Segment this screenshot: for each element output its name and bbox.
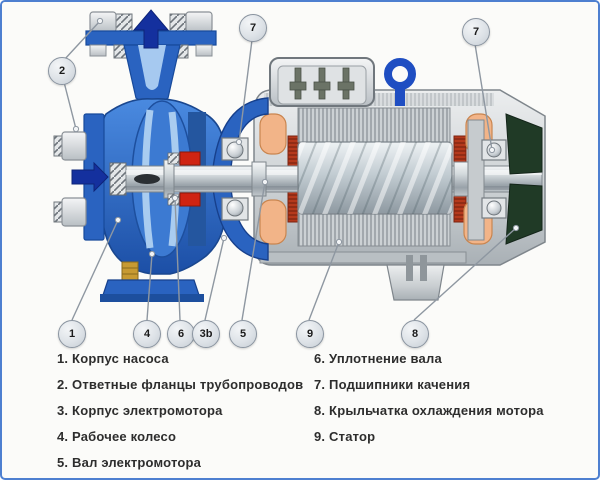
- legend-item: 2. Ответные фланцы трубопроводов: [57, 377, 304, 392]
- pump-motor-cross-section: [2, 2, 598, 342]
- legend-item: 6. Уплотнение вала: [314, 351, 442, 366]
- callout-impeller: 4: [133, 320, 161, 348]
- terminal-studs-icon: [289, 67, 355, 100]
- legend-item: 8. Крыльчатка охлаждения мотора: [314, 403, 544, 418]
- legend-item: 7. Подшипники качения: [314, 377, 471, 392]
- legend-item: 3. Корпус электромотора: [57, 403, 223, 418]
- flow-up-arrow-icon: [132, 9, 170, 49]
- callout-shaft-seal: 6: [167, 320, 195, 348]
- callout-pipe-flanges: 2: [48, 57, 76, 85]
- callout-leader-lines: [63, 17, 520, 321]
- callout-bearing-rear: 7: [462, 18, 490, 46]
- callout-cooling-fan: 8: [401, 320, 429, 348]
- rotor: [297, 141, 453, 215]
- legend-item: 4. Рабочее колесо: [57, 429, 177, 444]
- legend-item: 9. Статор: [314, 429, 376, 444]
- callout-motor-shaft: 5: [229, 320, 257, 348]
- flow-in-arrow-icon: [71, 161, 109, 193]
- callout-stator: 9: [296, 320, 324, 348]
- drain-plug: [121, 261, 139, 283]
- pump-foot: [100, 279, 204, 302]
- terminal-box: [269, 57, 375, 107]
- legend-column-right: 6. Уплотнение вала 7. Подшипники качения…: [314, 351, 544, 455]
- callout-motor-housing: 3b: [192, 320, 220, 348]
- legend: 1. Корпус насоса 2. Ответные фланцы труб…: [2, 344, 598, 478]
- legend-column-left: 1. Корпус насоса 2. Ответные фланцы труб…: [57, 351, 304, 478]
- callout-bearing-front: 7: [239, 14, 267, 42]
- callout-pump-casing: 1: [58, 320, 86, 348]
- legend-item: 1. Корпус насоса: [57, 351, 169, 366]
- motor-foot: [386, 255, 445, 301]
- lifting-eye-icon: [384, 58, 416, 106]
- legend-item: 5. Вал электромотора: [57, 455, 202, 470]
- suction-flange: [53, 131, 87, 227]
